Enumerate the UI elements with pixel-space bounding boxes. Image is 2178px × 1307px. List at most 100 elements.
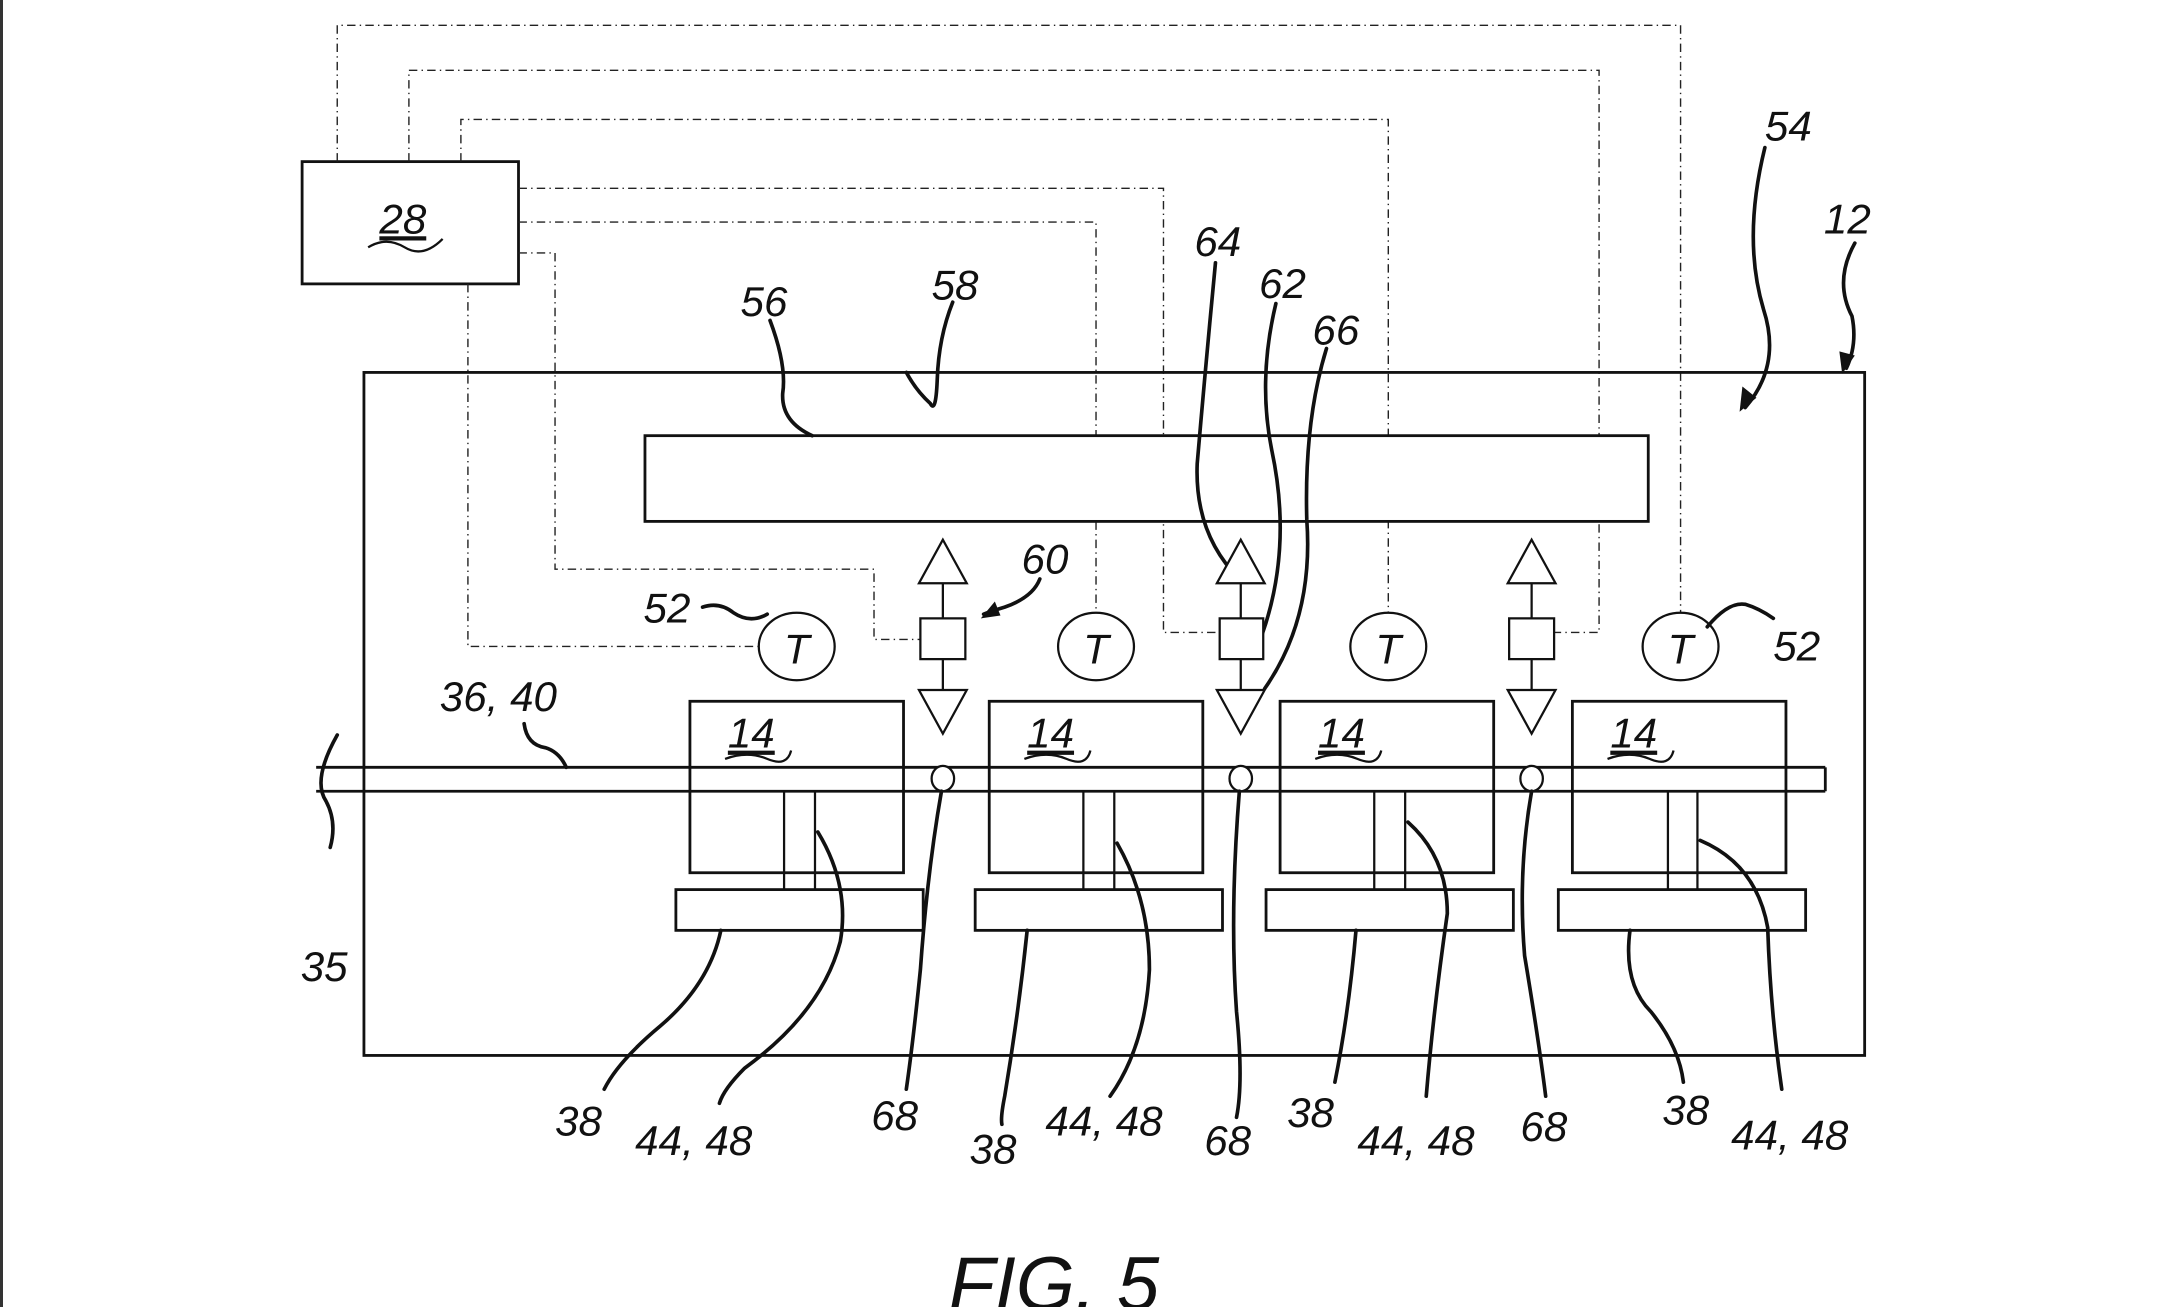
signal-line-sensor-3	[460, 118, 1390, 615]
sensor-circle	[1349, 611, 1428, 682]
shaft-break-icon	[319, 733, 340, 850]
base-plate-1	[674, 888, 925, 932]
label-68-3: 68	[1520, 1103, 1567, 1150]
leader-44-48-2	[1108, 841, 1152, 1099]
leader-52-right	[1705, 602, 1776, 629]
signal-lines	[336, 24, 1682, 648]
label-56: 56	[741, 278, 788, 325]
leader-52-left	[700, 603, 770, 621]
label-35: 35	[301, 943, 348, 990]
label-44-48-3: 44, 48	[1357, 1117, 1475, 1164]
label-52-left: 52	[644, 585, 691, 632]
label-44-48-2: 44, 48	[1045, 1098, 1163, 1145]
module-box	[1278, 699, 1496, 875]
leader-38-4	[1626, 928, 1686, 1084]
sensor-circle	[757, 611, 836, 682]
leader-56	[768, 318, 815, 438]
actuator-body	[919, 617, 967, 661]
label-44-48-1: 44, 48	[635, 1117, 753, 1164]
bearing-1	[930, 764, 956, 793]
signal-line-actuator-1	[518, 252, 921, 641]
module-4	[1570, 699, 1788, 875]
sensor-circle	[1641, 611, 1720, 682]
module-squiggle	[1314, 750, 1383, 763]
sensor-circle	[1056, 611, 1136, 682]
leader-68-2	[1231, 789, 1242, 1120]
label-66: 66	[1312, 306, 1359, 353]
label-38-4: 38	[1662, 1086, 1709, 1133]
signal-line-sensor-4	[336, 24, 1682, 615]
temperature-sensor-3: T	[1349, 611, 1428, 682]
base-plate-3	[1264, 888, 1515, 932]
module-squiggle	[724, 750, 793, 763]
actuator-down-arrow	[1214, 688, 1267, 736]
controller-box: 28	[300, 160, 520, 286]
module-box	[1570, 699, 1788, 875]
bus-bar	[643, 434, 1650, 523]
sensor-symbol: T	[1668, 625, 1697, 672]
label-module-4: 14	[1610, 710, 1657, 757]
label-module-3: 14	[1318, 710, 1365, 757]
coupling-3	[1373, 791, 1407, 890]
label-64: 64	[1194, 218, 1241, 265]
actuator-3	[1505, 537, 1558, 736]
leader-64	[1195, 260, 1242, 581]
bearing-2	[1228, 764, 1254, 793]
sensor-symbol: T	[1083, 625, 1112, 672]
temperature-sensor-4: T	[1641, 611, 1720, 682]
label-68-2: 68	[1204, 1117, 1251, 1164]
label-52-right: 52	[1773, 623, 1820, 670]
label-44-48-4: 44, 48	[1731, 1112, 1849, 1159]
leader-44-48-4	[1698, 838, 1784, 1091]
label-module-1: 14	[728, 710, 775, 757]
leader-36-40	[522, 721, 569, 770]
base-plate-2	[973, 888, 1224, 932]
arrowhead-60	[980, 601, 1001, 619]
coupling-1	[782, 791, 817, 890]
leader-44-48-1	[717, 830, 845, 1106]
label-62: 62	[1259, 260, 1306, 307]
leader-38-3	[1333, 928, 1358, 1084]
actuator-down-arrow	[917, 688, 969, 736]
leader-68-3	[1520, 789, 1548, 1099]
temperature-sensor-2: T	[1056, 611, 1136, 682]
signal-line-sensor-1	[467, 283, 766, 648]
module-box	[987, 699, 1205, 875]
label-module-2: 14	[1027, 710, 1074, 757]
actuator-down-arrow	[1505, 688, 1558, 736]
leader-66	[1262, 346, 1329, 691]
module-2	[987, 699, 1205, 875]
housing-box	[362, 371, 1867, 1057]
actuator-body	[1508, 617, 1556, 661]
label-12: 12	[1824, 195, 1871, 242]
module-squiggle	[1607, 750, 1675, 763]
sensor-symbol: T	[784, 625, 813, 672]
module-squiggle	[1023, 750, 1092, 763]
controller-squiggle	[367, 238, 444, 253]
leader-58	[904, 300, 955, 408]
signal-line-actuator-2	[518, 187, 1220, 634]
signal-line-actuator-3	[408, 69, 1600, 634]
arrowhead-54	[1739, 386, 1757, 412]
label-68-1: 68	[871, 1092, 918, 1139]
coupling-4	[1666, 791, 1699, 890]
label-60: 60	[1022, 535, 1069, 582]
arrowhead-12	[1839, 351, 1855, 374]
label-54: 54	[1765, 103, 1812, 150]
leader-54	[1743, 145, 1772, 410]
label-58: 58	[932, 261, 979, 308]
leader-44-48-3	[1406, 820, 1450, 1099]
leader-12	[1841, 241, 1857, 371]
temperature-sensor-1: T	[757, 611, 836, 682]
label-38-3: 38	[1287, 1089, 1334, 1136]
sensor-symbol: T	[1375, 625, 1404, 672]
leader-38-2	[999, 928, 1029, 1127]
module-box	[688, 699, 905, 875]
leader-38-1	[602, 928, 723, 1091]
actuator-body	[1218, 617, 1265, 661]
actuator-up-arrow	[917, 537, 969, 585]
label-38-2: 38	[970, 1126, 1017, 1173]
figure-caption: FIG. 5	[948, 1242, 1160, 1307]
controller-label: 28	[378, 195, 426, 242]
label-36-40: 36, 40	[440, 673, 558, 720]
